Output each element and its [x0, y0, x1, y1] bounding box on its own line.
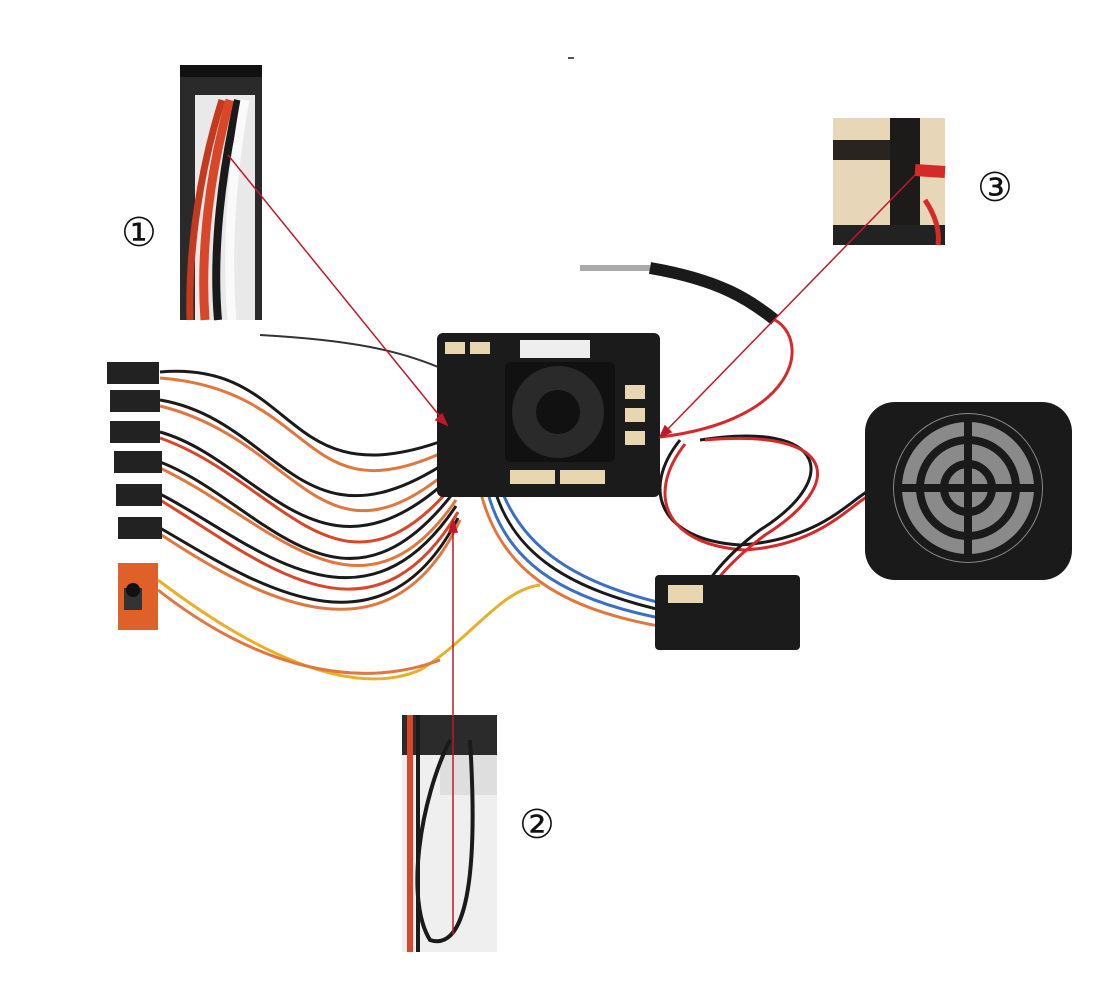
servo-connector: [107, 362, 159, 384]
inset-photo-1: [180, 65, 262, 321]
callout-label-2: ②: [519, 802, 555, 848]
module-wires: [476, 479, 671, 630]
servo-connector: [114, 451, 162, 473]
inset-photo-3: [833, 118, 946, 246]
sound-module: [655, 575, 800, 650]
button-board: [118, 563, 158, 630]
stray-mark: [568, 57, 574, 59]
servo-connector: [110, 421, 160, 443]
leader-lines: [227, 154, 916, 935]
servo-connector: [110, 390, 160, 412]
callout-label-1: ①: [121, 210, 157, 256]
leader-line-1: [227, 154, 448, 426]
servo-wire-harness: [157, 334, 541, 681]
inset-photo-2: [402, 715, 497, 952]
callout-label-3: ③: [977, 165, 1013, 211]
servo-connector: [118, 517, 162, 539]
controller-board: [437, 333, 660, 497]
leader-line-3: [661, 174, 916, 436]
power-and-speaker-wires: [580, 262, 871, 601]
servo-connectors: [107, 362, 162, 539]
speaker: [865, 402, 1072, 580]
servo-connector: [116, 484, 162, 506]
